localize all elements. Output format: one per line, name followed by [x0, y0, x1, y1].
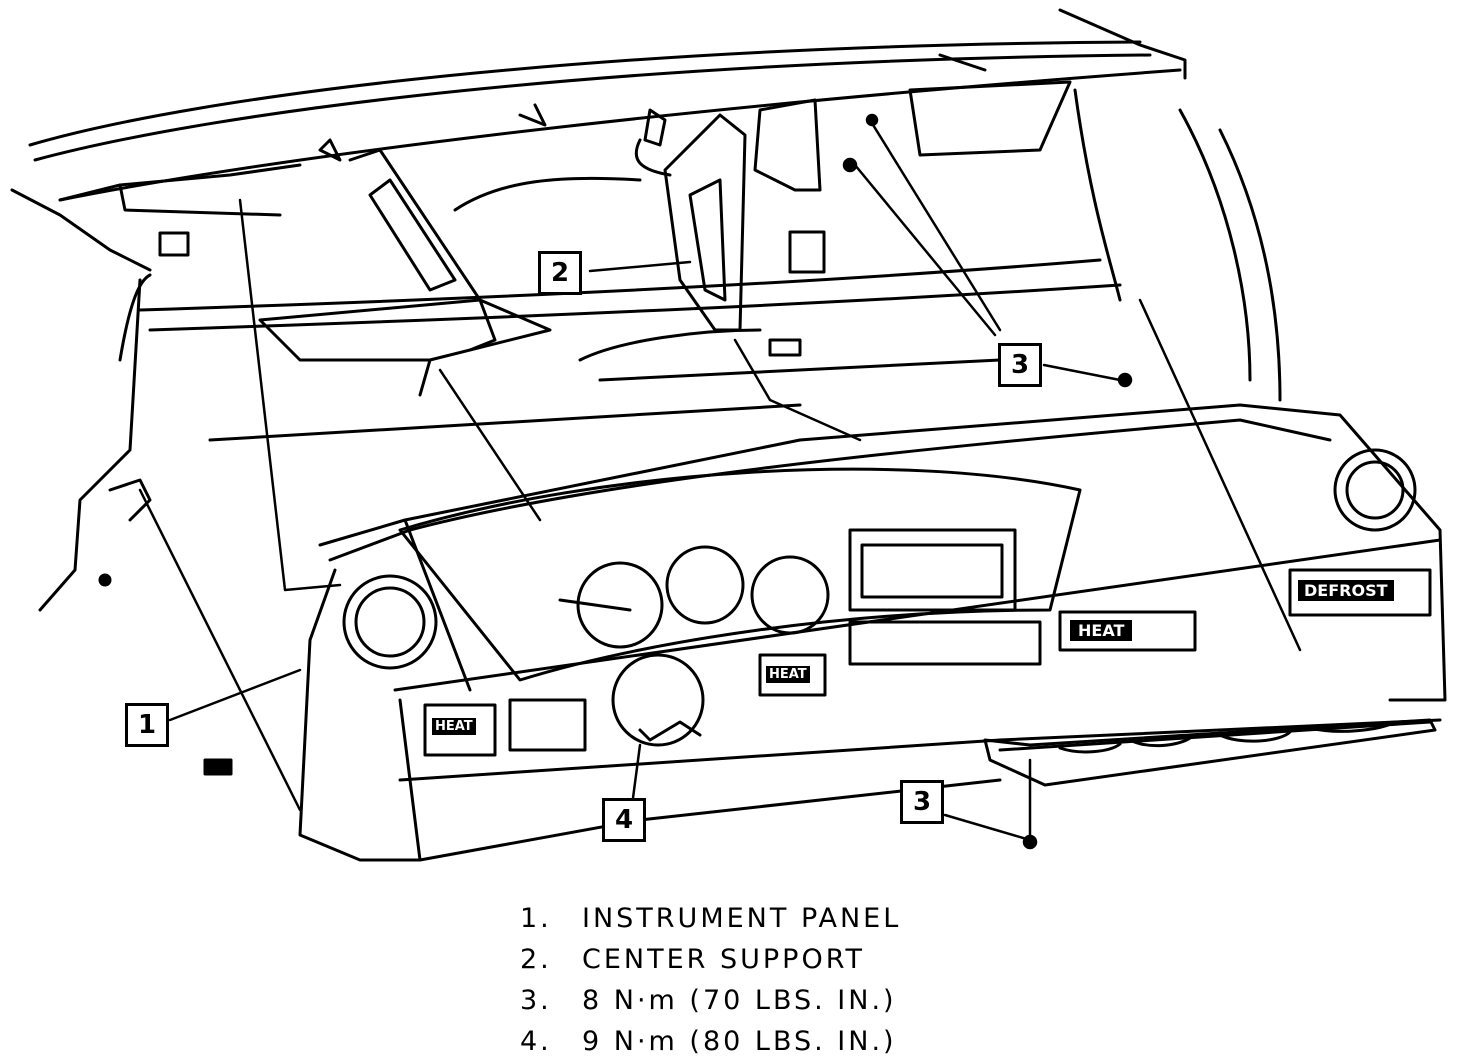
legend-text: 9 N·m (80 LBS. IN.): [582, 1026, 897, 1057]
legend-number: 1.: [520, 903, 552, 934]
legend-item: 4. 9 N·m (80 LBS. IN.): [520, 1021, 901, 1062]
legend-number: 2.: [520, 944, 552, 975]
panel-label-right-display: HEAT: [1070, 620, 1133, 641]
cowl-frame: [10, 8, 1187, 272]
legend-item: 1. INSTRUMENT PANEL: [520, 898, 901, 939]
left-brace: [258, 148, 552, 397]
center-support: [634, 98, 822, 357]
callout-1: 1: [125, 703, 169, 747]
panel-label-left-vent: HEAT: [432, 718, 476, 735]
legend-item: 3. 8 N·m (70 LBS. IN.): [520, 980, 901, 1021]
panel-label-far-right-display: DEFROST: [1298, 580, 1394, 601]
firewall: [118, 80, 1282, 442]
dashboard-body: [298, 403, 1447, 862]
callout-2: 2: [538, 251, 582, 295]
legend-text: 8 N·m (70 LBS. IN.): [582, 985, 897, 1016]
leader-lines: [138, 113, 1302, 850]
legend-number: 4.: [520, 1026, 552, 1057]
panel-label-center-vent: HEAT: [766, 666, 810, 683]
legend-number: 3.: [520, 985, 552, 1016]
callout-3-upper: 3: [998, 343, 1042, 387]
callout-3-lower: 3: [900, 780, 944, 824]
legend: 1. INSTRUMENT PANEL 2. CENTER SUPPORT 3.…: [520, 898, 901, 1062]
callout-4: 4: [602, 798, 646, 842]
legend-item: 2. CENTER SUPPORT: [520, 939, 901, 980]
left-side-wall: [38, 278, 233, 776]
legend-text: CENTER SUPPORT: [582, 944, 866, 975]
legend-text: INSTRUMENT PANEL: [582, 903, 902, 934]
